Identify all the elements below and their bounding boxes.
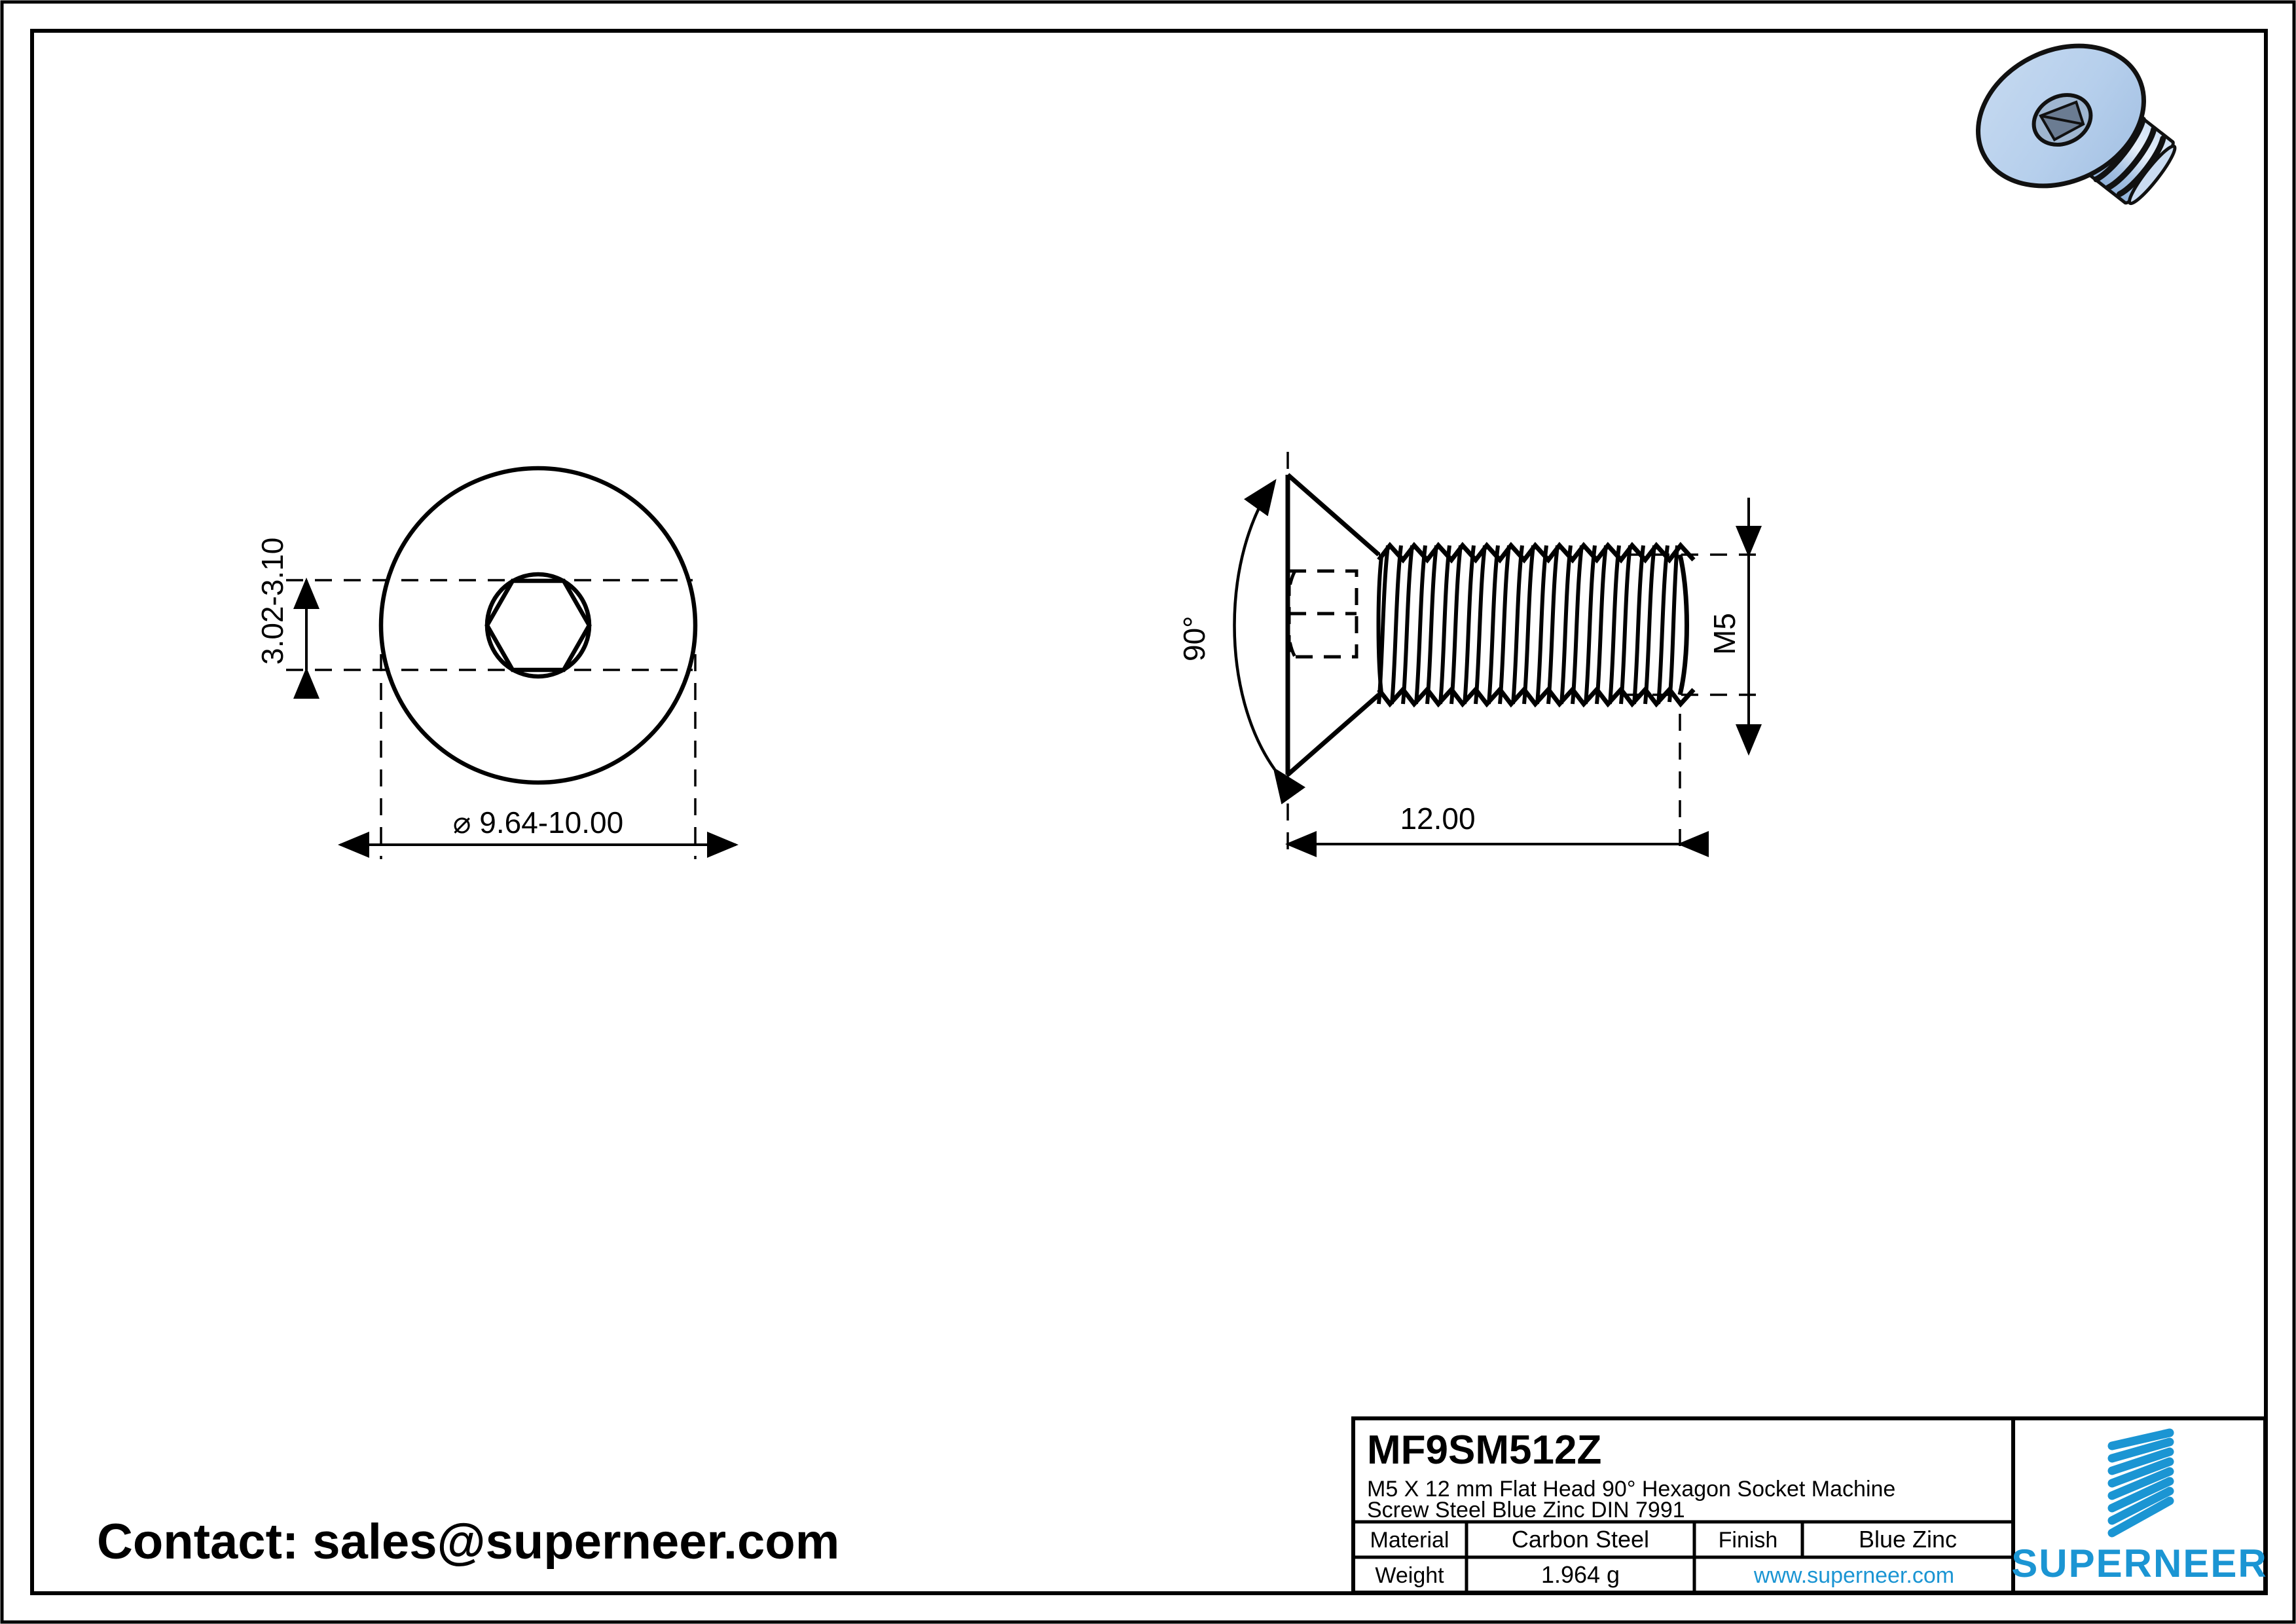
isometric-render xyxy=(1976,43,2177,206)
finish-label: Finish xyxy=(1719,1528,1778,1553)
dimension-head-diameter: ⌀ 9.64-10.00 xyxy=(338,805,738,858)
hidden-socket-lines xyxy=(1287,569,1358,659)
head-outline-circle xyxy=(378,466,698,785)
website-link[interactable]: www.superneer.com xyxy=(1753,1563,1954,1588)
description-line-1: M5 X 12 mm Flat Head 90° Hexagon Socket … xyxy=(1367,1477,1895,1502)
material-value: Carbon Steel xyxy=(1512,1526,1649,1553)
socket-hexagon xyxy=(484,578,592,673)
contact-line: Contact: sales@superneer.com xyxy=(97,1514,839,1570)
dimension-length: 12.00 xyxy=(1285,802,1709,857)
dimension-thread-size-label: M5 xyxy=(1707,613,1741,655)
dimension-socket-width-label: 3.02-3.10 xyxy=(255,538,289,665)
dimension-head-diameter-label: ⌀ 9.64-10.00 xyxy=(453,805,623,840)
superneer-logo-icon xyxy=(2107,1428,2174,1538)
brand-wordmark: SUPERNEER xyxy=(2011,1541,2267,1585)
render-head xyxy=(1976,43,2146,189)
top-view-extension-lines xyxy=(286,579,697,859)
dimension-thread-size: M5 xyxy=(1707,498,1762,756)
socket-circle xyxy=(484,572,592,679)
material-label: Material xyxy=(1370,1528,1449,1553)
weight-label: Weight xyxy=(1375,1563,1444,1588)
side-view: 90° M5 12.00 xyxy=(1177,452,1768,857)
part-number: MF9SM512Z xyxy=(1367,1428,1601,1473)
top-view: 3.02-3.10 ⌀ 9.64-10.00 xyxy=(255,466,738,859)
dimension-socket-width: 3.02-3.10 xyxy=(255,538,319,699)
dimension-length-label: 12.00 xyxy=(1400,802,1475,836)
sheet-border-inner xyxy=(30,29,2268,1595)
title-block: MF9SM512Z M5 X 12 mm Flat Head 90° Hexag… xyxy=(1351,1416,2267,1595)
dimension-head-angle: 90° xyxy=(1177,479,1306,805)
dimension-head-angle-label: 90° xyxy=(1177,616,1211,661)
description-line-2: Screw Steel Blue Zinc DIN 7991 xyxy=(1367,1498,1685,1522)
finish-value: Blue Zinc xyxy=(1859,1526,1957,1553)
weight-value: 1.964 g xyxy=(1541,1561,1620,1588)
screw-threads xyxy=(1376,542,1696,708)
screw-head-profile xyxy=(1285,473,1381,777)
